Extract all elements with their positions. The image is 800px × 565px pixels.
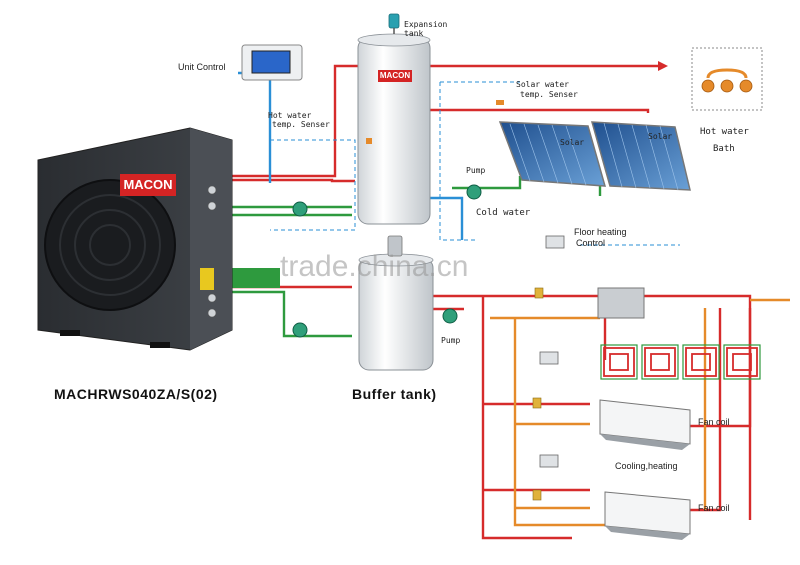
fan-coil-units xyxy=(539,351,691,540)
fan-coil-controller xyxy=(539,454,559,468)
control-screen xyxy=(251,50,291,74)
heat-pump-unit xyxy=(37,127,233,351)
bath-label: Bath xyxy=(713,144,735,154)
hot-water-bath xyxy=(691,47,763,111)
unit-control-panel xyxy=(241,44,303,81)
pipe-connector-icon xyxy=(207,293,217,303)
manifold xyxy=(597,287,645,319)
pump-icon xyxy=(442,308,458,324)
floor-loop xyxy=(685,347,717,377)
floor-heating-label-2: Control xyxy=(576,238,606,248)
floor-loop xyxy=(726,347,758,377)
domestic-hot-water-tank xyxy=(357,13,431,225)
unit-model-caption: MACHRWS040ZA/S(02) xyxy=(54,386,218,402)
watermark: trade.china.cn xyxy=(280,250,469,283)
solar-panel xyxy=(498,121,607,187)
brand-logo-unit: MACON xyxy=(120,174,176,196)
floor-loop xyxy=(603,347,635,377)
cooling-heating-label: Cooling,heating xyxy=(615,461,678,471)
fan-coil-label-1: Fan coil xyxy=(698,417,730,427)
valve-icon xyxy=(532,489,542,501)
buffer-tank xyxy=(358,235,434,371)
pump-icon xyxy=(292,322,308,338)
pipe-connector-icon xyxy=(207,308,217,318)
valves xyxy=(532,287,544,501)
floor-loop xyxy=(644,347,676,377)
unit-control-label: Unit Control xyxy=(178,62,226,72)
flow-arrow xyxy=(658,61,668,71)
hot-water-sensor-label-2: temp. Senser xyxy=(272,120,330,129)
fan-coil-controller xyxy=(539,351,559,365)
floor-heating-label-1: Floor heating xyxy=(574,227,627,237)
brand-logo-tank: MACON xyxy=(378,70,412,82)
solar-panels xyxy=(496,100,691,191)
pump-icon xyxy=(292,201,308,217)
valve-icon xyxy=(532,397,542,409)
solar-label-2: Solar xyxy=(648,132,673,141)
shower-head-icon xyxy=(701,79,715,93)
wiring-terminal xyxy=(200,268,214,290)
hot-water-label: Hot water xyxy=(700,127,749,137)
floor-heating-controller xyxy=(545,235,565,249)
cold-water-label: Cold water xyxy=(476,208,531,218)
valve-icon xyxy=(534,287,544,299)
control-wiring xyxy=(270,81,680,246)
shower-head-icon xyxy=(739,79,753,93)
buffer-tank-caption: Buffer tank) xyxy=(352,386,437,402)
temp-sensor-icon xyxy=(366,138,372,144)
fan-coil-label-2: Fan coil xyxy=(698,503,730,513)
pump-label-bottom: Pump xyxy=(441,336,461,345)
pump-icon xyxy=(466,184,482,200)
shower-head-icon xyxy=(720,79,734,93)
solar-sensor-icon xyxy=(496,100,504,105)
pipe-connector-icon xyxy=(207,201,217,211)
solar-sensor-label-2: temp. Senser xyxy=(520,90,578,99)
fan-grille xyxy=(44,179,176,311)
aux-pipes xyxy=(490,298,790,527)
pump-label-top: Pump xyxy=(466,166,486,175)
pump-icons xyxy=(292,184,482,338)
expansion-tank-icon xyxy=(388,13,400,29)
hot-water-sensor-label-1: Hot water xyxy=(268,111,312,120)
expansion-tank-label: Expansion tank xyxy=(404,20,448,38)
solar-label-1: Solar xyxy=(560,138,585,147)
solar-sensor-label-1: Solar water xyxy=(516,80,569,89)
pipe-connector-icon xyxy=(207,185,217,195)
floor-heating xyxy=(545,235,761,380)
